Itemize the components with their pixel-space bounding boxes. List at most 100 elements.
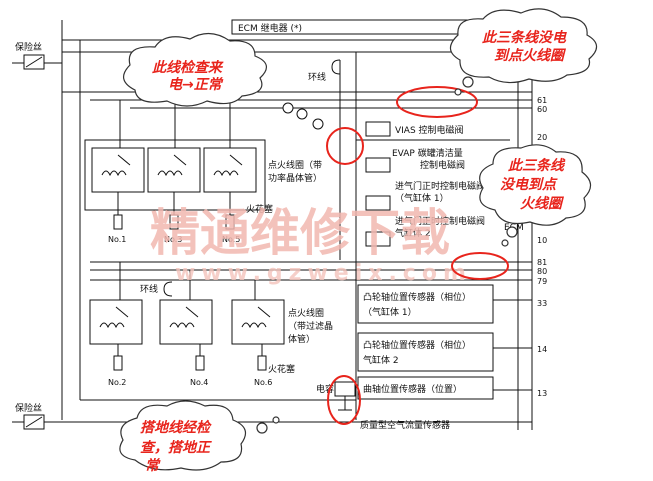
- cloud-top-right-shape: [449, 8, 598, 84]
- coil-1-transistor-icon: [117, 154, 131, 166]
- vvt2-label-1: 进气门正时控制电磁阀: [395, 215, 485, 227]
- spark-plug-5-icon: [225, 214, 235, 230]
- vvt2-label-2: 气缸体 2: [395, 227, 431, 239]
- pin-14: 14: [537, 345, 547, 354]
- splice-circle-3: [312, 118, 324, 130]
- vias-label: VIAS 控制电磁阀: [395, 124, 464, 136]
- coil-3-transistor-icon: [173, 154, 187, 166]
- cloud-top-left-text-2: 电→正常: [168, 76, 224, 93]
- cam1-label-2: （气缸体 1）: [363, 306, 417, 318]
- plug-no3-label: No.3: [164, 235, 182, 244]
- cam2-sensor-box: [357, 332, 494, 372]
- watermark-url: www.gzweix.com: [175, 261, 472, 286]
- coil-group-2-label-2: （带过滤晶: [288, 320, 333, 332]
- pin-61: 61: [537, 96, 547, 105]
- evap-label-2: 控制电磁阀: [420, 159, 465, 171]
- coil-group-2-label-3: 体管）: [288, 333, 315, 345]
- callout-cloud-mid-right: 此三条线 没电到点 火线圈: [479, 144, 592, 247]
- vvt1-label-1: 进气门正时控制电磁阀: [395, 180, 485, 192]
- pin-79: 79: [537, 277, 547, 286]
- plug-no4-label: No.4: [190, 378, 208, 387]
- highlight-lines-61-60: [396, 86, 478, 118]
- pin-60: 60: [537, 105, 547, 114]
- spark-plug-4-icon: [195, 355, 205, 371]
- coil-5-winding-icon: [213, 170, 239, 177]
- coil-4: No.4: [159, 299, 213, 387]
- coil-5-box: [203, 147, 257, 193]
- cloud-top-left-text-1: 此线检查来: [152, 59, 224, 76]
- cloud-bottom-text-1: 搭地线经检: [140, 419, 212, 436]
- callout-cloud-bottom: 搭地线经检 查，搭地正 常: [119, 400, 280, 474]
- cloud-top-right-text-2: 到点火线圈: [494, 47, 567, 64]
- vvt1-solenoid-icon: [365, 195, 391, 211]
- cloud-top-left-shape: [123, 32, 267, 107]
- vvt1-label-2: （气缸体 1）: [395, 192, 449, 204]
- pin-81: 81: [537, 258, 547, 267]
- coil-group-1-label-1: 点火线圈（带: [268, 159, 322, 171]
- highlight-junction: [326, 127, 364, 165]
- cloud-top-right-bubble-1: [462, 76, 474, 88]
- spark-plug-1-icon: [113, 214, 123, 230]
- spark-plug-3-icon: [169, 214, 179, 230]
- coil-4-box: [159, 299, 213, 345]
- plug-no5-label: No.5: [222, 235, 240, 244]
- cloud-bottom-bubble-2: [272, 416, 280, 424]
- coil-3: No.3: [147, 147, 201, 244]
- watermark-main: 精通维修下载: [150, 203, 450, 262]
- cloud-bottom-text-2: 查，搭地正: [140, 439, 212, 456]
- ring-wire-mid-label: 环线: [140, 283, 158, 295]
- coil-group-2-label-1: 点火线圈: [288, 307, 324, 319]
- cloud-mid-right-text-3: 火线圈: [520, 195, 565, 212]
- vvt2-solenoid-icon: [365, 231, 391, 247]
- cam1-label-1: 凸轮轴位置传感器（相位）: [363, 291, 471, 303]
- crank-label: 曲轴位置传感器（位置）: [363, 383, 462, 395]
- highlight-lines-81-79: [451, 252, 509, 280]
- vias-solenoid-icon: [365, 121, 391, 137]
- callout-cloud-top-right: 此三条线没电 到点火线圈: [449, 8, 598, 96]
- coil-1: No.1: [91, 147, 145, 244]
- cloud-top-right-text-1: 此三条线没电: [482, 29, 567, 46]
- evap-solenoid-icon: [365, 157, 391, 173]
- pin-10: 10: [537, 236, 547, 245]
- coil-2-winding-icon: [99, 322, 125, 329]
- cloud-bottom-text-3: 常: [145, 457, 161, 474]
- cloud-mid-right-text-2: 没电到点: [500, 176, 558, 193]
- plug-no2-label: No.2: [108, 378, 126, 387]
- cloud-top-right-bubble-2: [454, 88, 462, 96]
- coil-4-winding-icon: [169, 322, 195, 329]
- pin-20: 20: [537, 133, 547, 142]
- spark-plug-2-icon: [113, 355, 123, 371]
- cloud-bottom-bubble-1: [256, 422, 268, 434]
- cam1-sensor-box: [357, 284, 494, 324]
- fuse-top-element: [25, 56, 43, 68]
- cam2-label-2: 气缸体 2: [363, 354, 399, 366]
- fuse-bottom-label: 保险丝: [15, 402, 42, 414]
- cloud-mid-right-shape: [479, 144, 592, 226]
- plug-no6-label: No.6: [254, 378, 272, 387]
- coil-6-box: [231, 299, 285, 345]
- cam2-label-1: 凸轮轴位置传感器（相位）: [363, 339, 471, 351]
- pin-33: 33: [537, 299, 547, 308]
- highlight-capacitor: [327, 375, 361, 425]
- maf-sensor-label: 质量型空气流量传感器: [360, 419, 450, 431]
- coil-3-box: [147, 147, 201, 193]
- ring-wire-mid-icon: [163, 281, 173, 297]
- coil-6-winding-icon: [241, 322, 267, 329]
- spark-plug-label-2: 火花塞: [268, 363, 295, 375]
- plug-no1-label: No.1: [108, 235, 126, 244]
- coil-group-1-label-2: 功率晶体管）: [268, 172, 322, 184]
- coil-3-winding-icon: [157, 170, 183, 177]
- splice-circle-2: [296, 108, 308, 120]
- coil-5: No.5: [203, 147, 257, 244]
- capacitor-icon: [334, 381, 356, 397]
- pin-13: 13: [537, 389, 547, 398]
- cloud-mid-right-text-1: 此三条线: [508, 157, 566, 174]
- fuse-bottom-element: [25, 416, 43, 428]
- coil-2: No.2: [89, 299, 143, 387]
- fuse-top-label: 保险丝: [15, 41, 42, 53]
- cloud-bottom-shape: [119, 400, 247, 471]
- callout-cloud-top-left: 此线检查来 电→正常: [123, 32, 267, 107]
- ring-wire-top-label: 环线: [308, 71, 326, 83]
- coil-5-transistor-icon: [229, 154, 243, 166]
